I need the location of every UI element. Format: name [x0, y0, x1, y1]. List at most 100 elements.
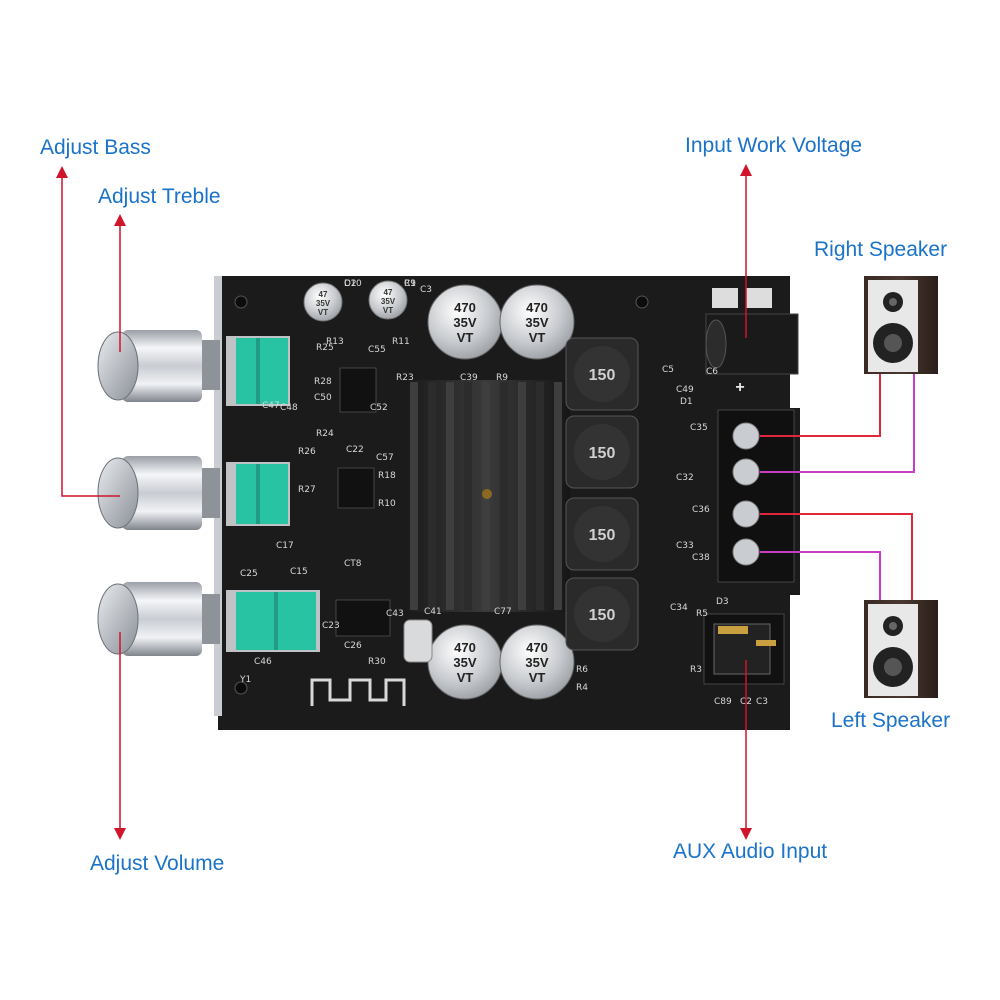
silkscreen-text: CT8: [344, 559, 362, 569]
silkscreen-text: R30: [368, 657, 386, 667]
silkscreen-text: C47: [262, 401, 280, 411]
silkscreen-text: C43: [386, 609, 404, 619]
svg-text:150: 150: [589, 445, 616, 462]
speaker-wires: [760, 374, 915, 600]
silkscreen-text: C49: [676, 385, 694, 395]
silkscreen-text: R24: [316, 429, 334, 439]
silkscreen-text: R3: [690, 665, 702, 675]
svg-text:47: 47: [384, 288, 393, 297]
silkscreen-text: C22: [346, 445, 364, 455]
silkscreen-text: C41: [424, 607, 442, 617]
svg-text:470: 470: [454, 640, 476, 655]
silkscreen-text: C77: [494, 607, 512, 617]
silkscreen-text: C36: [692, 505, 710, 515]
silkscreen-text: R10: [378, 499, 396, 509]
aux-audio-jack: [703, 613, 785, 685]
silkscreen-text: R13: [326, 337, 344, 347]
heatsink-fin: [554, 382, 562, 610]
silkscreen-text: C3: [420, 285, 432, 295]
silkscreen-text: C48: [280, 403, 298, 413]
silkscreen-text: C89: [714, 697, 732, 707]
silkscreen-text: D2: [344, 279, 357, 289]
silkscreen-text: C32: [676, 473, 694, 483]
treble-knob-icon: [97, 456, 220, 530]
svg-text:47: 47: [319, 290, 328, 299]
silkscreen-text: R6: [576, 665, 588, 675]
heatsink-fin: [464, 382, 472, 610]
silkscreen-text: C35: [690, 423, 708, 433]
dc-power-jack: +: [705, 288, 799, 396]
svg-text:35V: 35V: [453, 315, 476, 330]
big-capacitor-3: 470 35V VT: [427, 624, 503, 700]
silkscreen-text: C39: [460, 373, 478, 383]
silkscreen-text: R25: [316, 343, 334, 353]
adjust-bass-label: Adjust Bass: [40, 136, 151, 159]
svg-text:VT: VT: [529, 670, 546, 685]
silkscreen-text: R18: [378, 471, 396, 481]
inductor-4: 150: [565, 577, 639, 651]
silkscreen-text: R23: [396, 373, 414, 383]
volume-potentiometer: [226, 590, 320, 652]
bass-potentiometer: [226, 336, 290, 406]
heatsink-fin: [410, 382, 418, 610]
left-speaker-icon: [864, 600, 938, 698]
svg-text:VT: VT: [457, 670, 474, 685]
silkscreen-text: C46: [254, 657, 272, 667]
silkscreen-text: D1: [680, 397, 693, 407]
silkscreen-text: C26: [344, 641, 362, 651]
inductor-3: 150: [565, 497, 639, 571]
ic-chips: [335, 367, 433, 663]
silkscreen-text: C15: [290, 567, 308, 577]
inductor-1: 150: [565, 337, 639, 411]
silkscreen-text: C38: [692, 553, 710, 563]
silkscreen-text: R5: [696, 609, 708, 619]
silkscreen-text: C6: [706, 367, 718, 377]
speaker-terminal-block: [717, 409, 795, 583]
silkscreen-text: R26: [298, 447, 316, 457]
small-capacitor-1: 47 35V VT: [303, 282, 343, 322]
silkscreen-text: C55: [368, 345, 386, 355]
big-capacitor-1: 470 35V VT: [427, 284, 503, 360]
silkscreen-text: R9: [496, 373, 508, 383]
inductor-2: 150: [565, 415, 639, 489]
big-capacitor-4: 470 35V VT: [499, 624, 575, 700]
heatsink-fin: [518, 382, 526, 610]
svg-text:470: 470: [454, 300, 476, 315]
svg-text:470: 470: [526, 640, 548, 655]
svg-text:470: 470: [526, 300, 548, 315]
silkscreen-text: C33: [676, 541, 694, 551]
svg-text:150: 150: [589, 527, 616, 544]
silkscreen-text: R27: [298, 485, 316, 495]
silkscreen-text: D3: [716, 597, 729, 607]
wireless-icon: [310, 678, 406, 706]
silkscreen-text: R4: [576, 683, 588, 693]
svg-text:VT: VT: [318, 308, 328, 317]
svg-text:35V: 35V: [316, 299, 331, 308]
svg-text:150: 150: [589, 607, 616, 624]
aux-input-label: AUX Audio Input: [673, 840, 828, 863]
silkscreen-text: C50: [314, 393, 332, 403]
heatsink-fin: [500, 382, 508, 610]
silkscreen-text: Y1: [239, 675, 251, 685]
silkscreen-text: C10: [344, 279, 362, 289]
silkscreen-text: C5: [662, 365, 674, 375]
silkscreen-text: R28: [314, 377, 332, 387]
heatsink-fin: [428, 382, 436, 610]
svg-text:35V: 35V: [381, 297, 396, 306]
silkscreen-text: C17: [276, 541, 294, 551]
svg-text:35V: 35V: [525, 655, 548, 670]
left-speaker-label: Left Speaker: [831, 709, 951, 732]
svg-text:VT: VT: [457, 330, 474, 345]
svg-text:+: +: [735, 379, 744, 396]
silkscreen-text: C34: [670, 603, 688, 613]
svg-text:35V: 35V: [525, 315, 548, 330]
bass-knob-icon: [97, 330, 220, 402]
silkscreen-text: R1: [404, 279, 416, 289]
silkscreen-text: C9: [404, 279, 416, 289]
svg-text:VT: VT: [529, 330, 546, 345]
input-voltage-label: Input Work Voltage: [685, 134, 863, 157]
svg-text:VT: VT: [383, 306, 393, 315]
svg-text:35V: 35V: [453, 655, 476, 670]
silkscreen-text: R11: [392, 337, 410, 347]
adjust-treble-label: Adjust Treble: [98, 185, 221, 208]
